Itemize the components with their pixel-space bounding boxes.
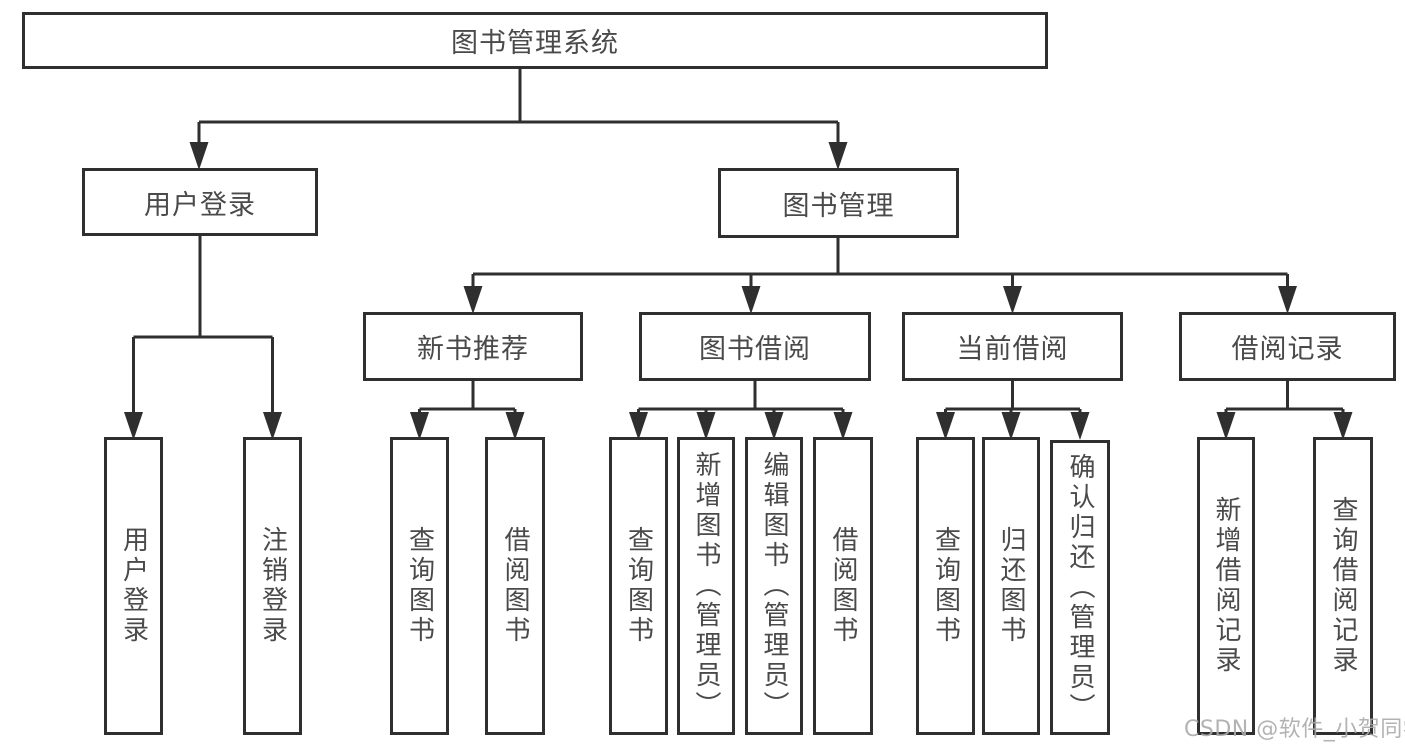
- leaf-borrow-books-borrowing-label: 借阅图书: [828, 526, 858, 646]
- leaf-confirm-return-admin: 确认归还（管理员）: [1050, 440, 1110, 735]
- node-current-borrowing-label: 当前借阅: [956, 334, 1069, 365]
- node-book-borrowing-label: 图书借阅: [699, 334, 811, 365]
- node-root: 图书管理系统: [22, 12, 1048, 69]
- node-book-management-label: 图书管理: [782, 190, 895, 222]
- node-new-book-recommend-label: 新书推荐: [417, 334, 529, 365]
- leaf-query-books-borrowing-label: 查询图书: [623, 526, 654, 646]
- leaf-borrow-books-recommend: 借阅图书: [485, 437, 545, 735]
- leaf-query-books-recommend-label: 查询图书: [404, 526, 435, 646]
- leaf-user-login-label: 用户登录: [118, 526, 149, 646]
- leaf-add-borrow-record-label: 新增借阅记录: [1211, 496, 1241, 676]
- node-user-login: 用户登录: [82, 168, 318, 236]
- leaf-query-borrow-record-label: 查询借阅记录: [1328, 496, 1358, 676]
- leaf-query-books-current-label: 查询图书: [930, 526, 961, 646]
- leaf-logout-label: 注销登录: [257, 526, 288, 646]
- leaf-borrow-books-recommend-label: 借阅图书: [500, 526, 530, 646]
- leaf-add-book-admin-label: 新增图书（管理员）: [691, 451, 721, 721]
- leaf-edit-book-admin: 编辑图书（管理员）: [745, 437, 803, 735]
- node-borrowing-records: 借阅记录: [1179, 312, 1396, 381]
- node-root-label: 图书管理系统: [451, 28, 619, 59]
- leaf-query-books-current: 查询图书: [916, 437, 975, 735]
- leaf-logout: 注销登录: [243, 437, 302, 735]
- node-book-borrowing: 图书借阅: [639, 312, 871, 381]
- leaf-query-borrow-record: 查询借阅记录: [1313, 437, 1373, 735]
- csdn-watermark: CSDN @软件_小贺同学: [1184, 717, 1405, 742]
- leaf-add-borrow-record: 新增借阅记录: [1197, 437, 1255, 735]
- node-user-login-label: 用户登录: [144, 189, 256, 221]
- leaf-edit-book-admin-label: 编辑图书（管理员）: [759, 451, 789, 721]
- node-current-borrowing: 当前借阅: [902, 312, 1123, 381]
- node-book-management: 图书管理: [718, 168, 959, 238]
- leaf-borrow-books-borrowing: 借阅图书: [813, 437, 873, 735]
- leaf-return-book-label: 归还图书: [996, 526, 1026, 646]
- node-borrowing-records-label: 借阅记录: [1231, 334, 1344, 365]
- leaf-add-book-admin: 新增图书（管理员）: [677, 437, 735, 735]
- leaf-user-login: 用户登录: [104, 437, 163, 735]
- leaf-query-books-borrowing: 查询图书: [609, 437, 668, 735]
- node-new-book-recommend: 新书推荐: [363, 312, 583, 381]
- leaf-confirm-return-admin-label: 确认归还（管理员）: [1065, 452, 1095, 723]
- leaf-return-book: 归还图书: [982, 437, 1040, 735]
- leaf-query-books-recommend: 查询图书: [390, 437, 449, 735]
